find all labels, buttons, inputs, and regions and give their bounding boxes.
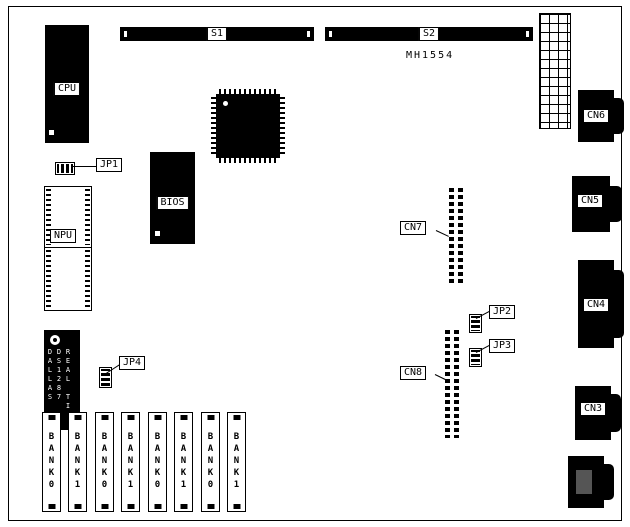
s1-slot: S1 [120,27,314,41]
jp3-jumper [469,348,482,367]
rtc-text: DALLAS DS1287 REAL TI [46,348,80,428]
rtc-text-line: DS1287 [55,348,63,402]
cn5-label: CN5 [577,194,604,208]
cn6-label: CN6 [583,109,610,123]
qfp-body [216,94,280,158]
bios-label: BIOS [156,196,189,210]
memory-slot: BANK0 [148,412,167,512]
jp4-label: JP4 [119,356,146,370]
cn8-header [445,330,459,438]
memory-slot: BANK0 [201,412,220,512]
bios-pin1-mark [155,231,160,236]
s2-slot: S2 [325,27,533,41]
qfp-pins [219,89,277,94]
board-id: MH1554 [406,50,455,61]
memory-slot-label: BANK1 [178,432,189,492]
rtc-text-line: REAL TI [64,348,72,411]
qfp-pins [211,97,216,155]
callout-leader [72,166,96,167]
keyboard-port-plug [600,464,614,500]
jp2-jumper [469,314,482,333]
qfp-pins [280,97,285,155]
cn3-port-plug [607,394,621,432]
memory-slot-label: BANK0 [205,432,216,492]
rtc-text-line: DALLAS [46,348,54,402]
cn7-label: CN7 [400,221,427,235]
qfp-pin1-mark [223,101,228,106]
bios-chip: BIOS [150,152,195,244]
memory-slot-label: BANK1 [72,432,83,492]
cpu-pin1-mark [49,130,54,135]
cn5-port-plug [606,186,622,222]
cn7-pin-column [449,188,454,286]
memory-slot: BANK0 [42,412,61,512]
cn3-label: CN3 [580,402,607,416]
jp3-label: JP3 [489,339,516,353]
memory-slot-label: BANK0 [99,432,110,492]
cn6-port-plug [610,98,624,134]
npu-label: NPU [50,229,77,243]
cn4-port-plug [610,270,624,338]
cpu-label: CPU [53,82,81,96]
jp4-jumper [99,367,112,388]
memory-slot: BANK1 [68,412,87,512]
cpu-chip: CPU [45,25,89,143]
board-outline [8,6,622,521]
cn8-pin-column [445,330,450,438]
jp2-label: JP2 [489,305,516,319]
qfp-pins [219,158,277,163]
cn8-label: CN8 [400,366,427,380]
jp1-jumper [55,162,75,175]
memory-slot: BANK0 [95,412,114,512]
memory-slot: BANK1 [227,412,246,512]
jp1-label: JP1 [96,158,123,172]
cn7-header [449,188,463,286]
memory-slot: BANK1 [121,412,140,512]
memory-slot-label: BANK1 [125,432,136,492]
cn4-label: CN4 [583,298,610,312]
keyboard-port-inner [576,470,592,494]
memory-slot-label: BANK1 [231,432,242,492]
memory-slot-label: BANK0 [152,432,163,492]
cn7-pin-column [458,188,463,286]
npu-socket-lower [44,247,92,311]
qfp-chip [211,89,285,163]
dallas-logo-icon [50,335,60,345]
cn8-pin-column [454,330,459,438]
memory-slot-label: BANK0 [46,432,57,492]
s2-label: S2 [418,27,440,41]
s1-label: S1 [206,27,228,41]
power-connector [539,13,571,129]
memory-slot: BANK1 [174,412,193,512]
